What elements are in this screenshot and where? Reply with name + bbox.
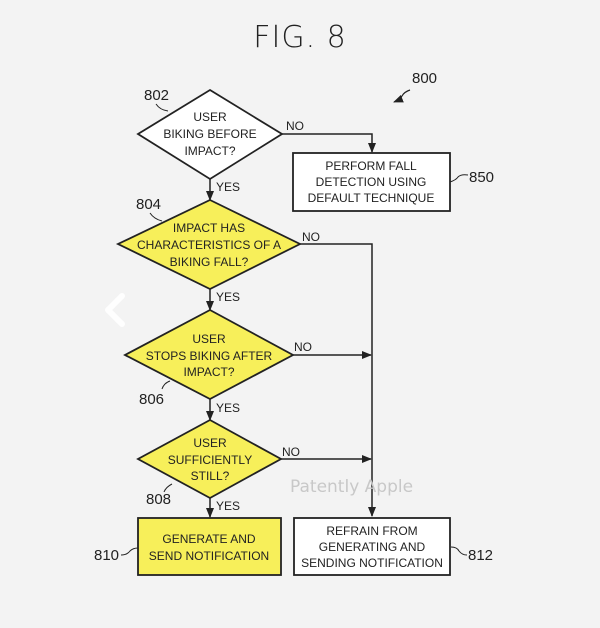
process-812-line: GENERATING AND bbox=[319, 540, 426, 554]
decision-808-line: SUFFICIENTLY bbox=[168, 453, 252, 467]
label-804-no: NO bbox=[302, 230, 320, 244]
decision-802-line: BIKING BEFORE bbox=[163, 127, 256, 141]
ref-850-leader bbox=[449, 174, 469, 183]
process-812: REFRAIN FROM GENERATING AND SENDING NOTI… bbox=[293, 517, 451, 576]
decision-806-line: STOPS BIKING AFTER bbox=[146, 349, 273, 363]
decision-808: USER SUFFICIENTLY STILL? bbox=[136, 418, 283, 500]
label-806-yes: YES bbox=[216, 401, 240, 415]
decision-806: USER STOPS BIKING AFTER IMPACT? bbox=[123, 308, 295, 401]
decision-802-line: IMPACT? bbox=[184, 144, 235, 158]
decision-804-line: BIKING FALL? bbox=[170, 255, 249, 269]
label-802-yes: YES bbox=[216, 180, 240, 194]
ref-810: 810 bbox=[94, 547, 119, 564]
decision-802-line: USER bbox=[193, 110, 227, 124]
connectors bbox=[206, 133, 376, 518]
decision-808-line: USER bbox=[193, 436, 227, 450]
edge-804-no bbox=[300, 243, 376, 517]
figure-title: FIG. 8 bbox=[253, 20, 347, 55]
figure-ref-arrow bbox=[393, 89, 411, 103]
ref-808-leader bbox=[163, 483, 173, 493]
label-806-no: NO bbox=[294, 340, 312, 354]
label-808-no: NO bbox=[282, 445, 300, 459]
process-810-line: GENERATE AND bbox=[162, 532, 255, 546]
process-850-line: DEFAULT TECHNIQUE bbox=[308, 191, 435, 205]
label-808-yes: YES bbox=[216, 499, 240, 513]
decision-804-line: CHARACTERISTICS OF A bbox=[137, 238, 281, 252]
decision-804: IMPACT HAS CHARACTERISTICS OF A BIKING F… bbox=[115, 199, 303, 291]
decision-804-line: IMPACT HAS bbox=[173, 221, 245, 235]
edge-802-no bbox=[282, 133, 376, 153]
process-810-line: SEND NOTIFICATION bbox=[149, 549, 269, 563]
watermark: Patently Apple bbox=[290, 477, 413, 497]
decision-808-line: STILL? bbox=[191, 469, 230, 483]
ref-810-leader bbox=[120, 547, 139, 556]
chevron-left-icon[interactable] bbox=[100, 290, 130, 330]
decision-806-line: USER bbox=[192, 332, 226, 346]
figure-ref-800: 800 bbox=[412, 70, 437, 87]
process-812-line: SENDING NOTIFICATION bbox=[301, 556, 443, 570]
ref-804: 804 bbox=[136, 196, 161, 213]
ref-806: 806 bbox=[139, 391, 164, 408]
ref-812-leader bbox=[450, 546, 468, 556]
process-850: PERFORM FALL DETECTION USING DEFAULT TEC… bbox=[292, 152, 451, 212]
decision-802: USER BIKING BEFORE IMPACT? bbox=[136, 88, 284, 181]
ref-850: 850 bbox=[469, 169, 494, 186]
ref-802: 802 bbox=[144, 87, 169, 104]
label-804-yes: YES bbox=[216, 290, 240, 304]
process-850-line: DETECTION USING bbox=[316, 175, 427, 189]
label-802-no: NO bbox=[286, 119, 304, 133]
process-850-line: PERFORM FALL bbox=[325, 159, 417, 173]
ref-806-leader bbox=[161, 380, 171, 390]
ref-812: 812 bbox=[468, 547, 493, 564]
decision-806-line: IMPACT? bbox=[183, 365, 234, 379]
process-810: GENERATE AND SEND NOTIFICATION bbox=[137, 517, 282, 576]
process-812-line: REFRAIN FROM bbox=[326, 524, 417, 538]
ref-804-leader bbox=[149, 212, 163, 222]
ref-808: 808 bbox=[146, 491, 171, 508]
ref-802-leader bbox=[155, 103, 169, 112]
